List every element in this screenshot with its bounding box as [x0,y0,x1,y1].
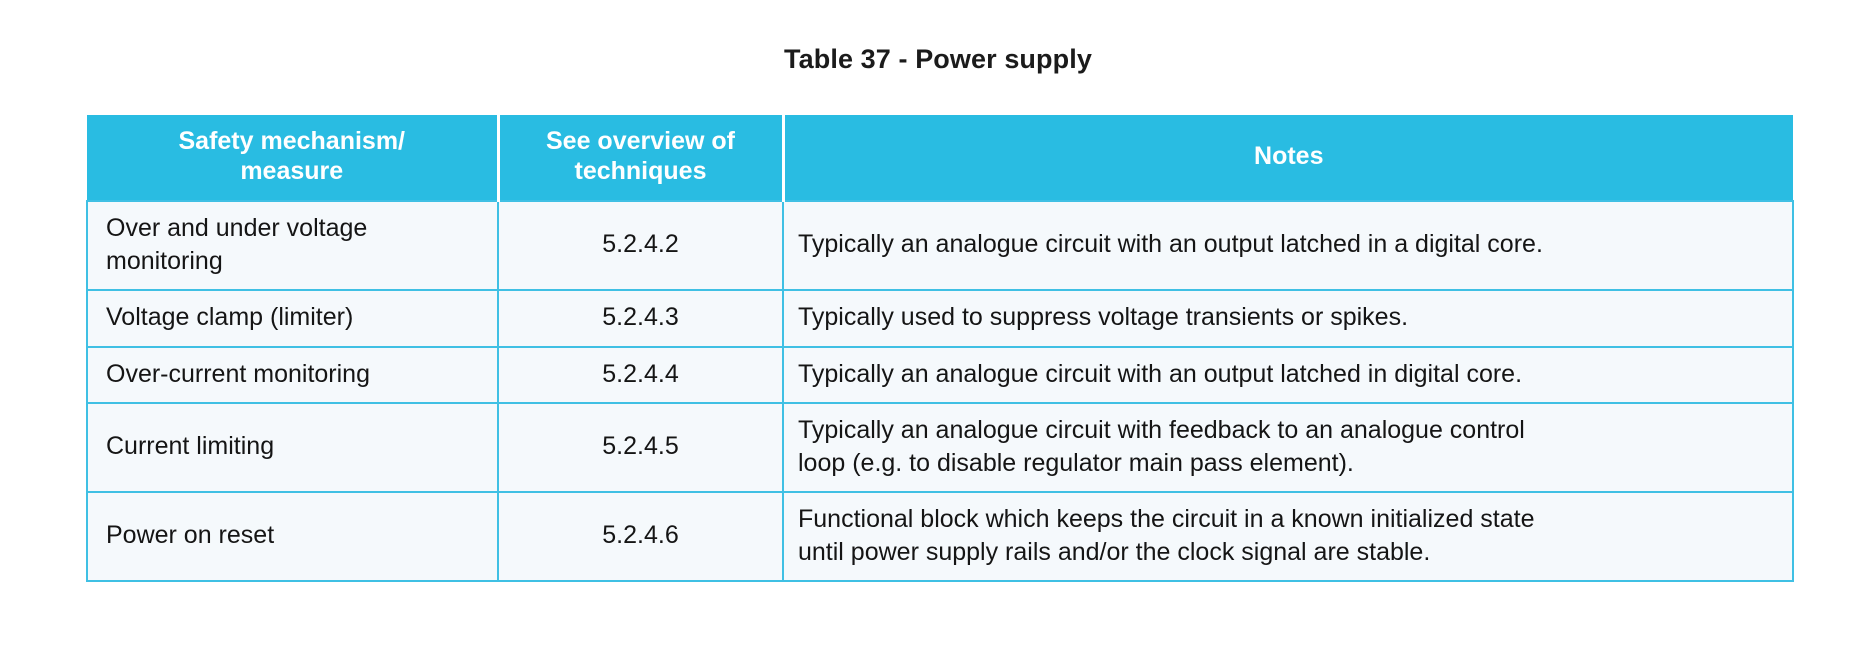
table-header: Safety mechanism/ measure See overview o… [87,115,1793,201]
table-row: Power on reset 5.2.4.6 Functional block … [86,491,1794,582]
cell-notes-line2: until power supply rails and/or the cloc… [798,537,1431,566]
cell-notes-line1: Typically used to suppress voltage trans… [798,303,1409,331]
cell-notes: Functional block which keeps the circuit… [782,491,1794,582]
column-header-notes-label: Notes [1254,141,1324,170]
table-caption: Table 37 - Power supply [784,44,1092,74]
cell-measure: Over-current monitoring [86,345,499,404]
cell-notes: Typically an analogue circuit with an ou… [782,345,1794,404]
column-header-safety-mechanism-line2: measure [240,156,344,185]
power-supply-table: Safety mechanism/ measure See overview o… [86,115,1794,582]
column-header-overview-line2: techniques [574,156,707,185]
cell-measure: Voltage clamp (limiter) [86,289,499,348]
table-body: Over and under voltage monitoring 5.2.4.… [86,200,1794,582]
column-header-safety-mechanism: Safety mechanism/ measure [87,115,500,201]
cell-notes-line1: Typically an analogue circuit with an ou… [798,359,1523,388]
table-row: Over and under voltage monitoring 5.2.4.… [86,200,1794,291]
cell-notes-line1: Functional block which keeps the circuit… [798,505,1535,533]
column-header-overview-line1: See overview of [546,127,735,155]
table-header-row: Safety mechanism/ measure See overview o… [87,115,1793,201]
table-container: Safety mechanism/ measure See overview o… [86,115,1794,582]
cell-measure: Power on reset [86,491,499,582]
cell-reference: 5.2.4.5 [497,402,784,493]
table-row: Current limiting 5.2.4.5 Typically an an… [86,402,1794,493]
column-header-notes: Notes [783,115,1793,201]
cell-reference: 5.2.4.2 [497,200,784,291]
table-row: Voltage clamp (limiter) 5.2.4.3 Typicall… [86,289,1794,348]
cell-reference: 5.2.4.3 [497,289,784,348]
cell-notes: Typically an analogue circuit with an ou… [782,200,1794,291]
column-header-overview-of-techniques: See overview of techniques [498,115,785,201]
cell-notes: Typically used to suppress voltage trans… [782,289,1794,348]
cell-measure: Current limiting [86,402,499,493]
cell-notes-line1: Typically an analogue circuit with an ou… [798,230,1543,259]
cell-notes-line2: loop (e.g. to disable regulator main pas… [798,448,1354,477]
column-header-safety-mechanism-line1: Safety mechanism/ [178,127,406,155]
table-row: Over-current monitoring 5.2.4.4 Typicall… [86,345,1794,404]
cell-notes-line1: Typically an analogue circuit with feedb… [798,416,1525,444]
cell-reference: 5.2.4.4 [497,345,784,404]
cell-notes: Typically an analogue circuit with feedb… [782,402,1794,493]
cell-reference: 5.2.4.6 [497,491,784,582]
cell-measure: Over and under voltage monitoring [86,200,499,291]
